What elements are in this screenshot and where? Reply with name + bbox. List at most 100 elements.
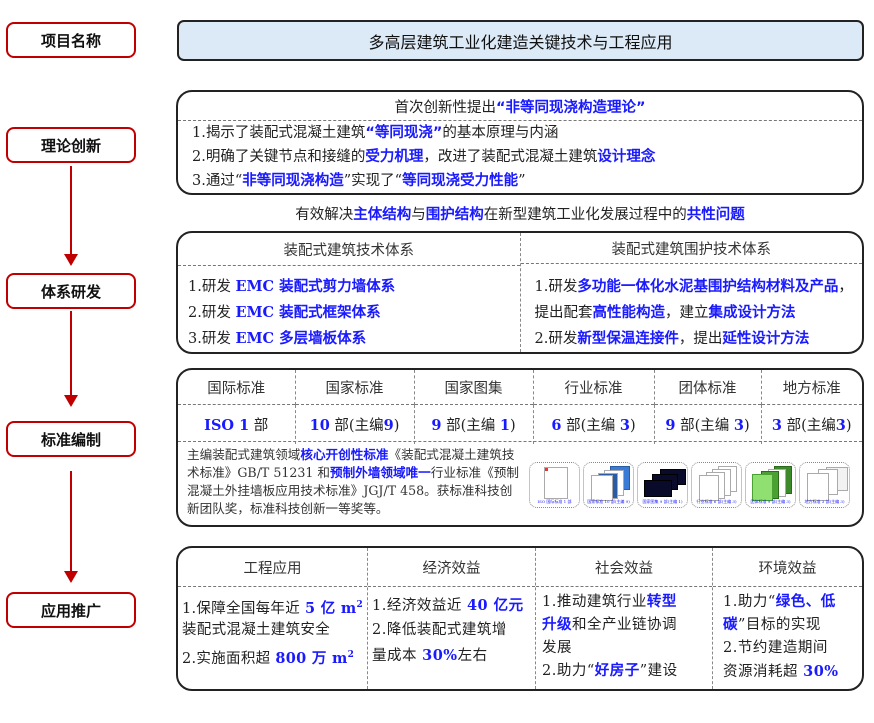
enclosure-tech-system-column: 装配式建筑围护技术体系 1.研发多功能一体化水泥基围护结构材料及产品， 提出配套… (519, 233, 863, 352)
theory-heading-prefix: 首次创新性提出 (394, 99, 496, 116)
standards-thumbnails: ISO 国际标准 1 部 国家标准 10 部(主编 9) 国家图集 9 部(主编… (523, 442, 862, 525)
text: 3.通过“ (192, 173, 243, 189)
header-cell: 国际标准 (207, 380, 266, 397)
standards-header-row: 国际标准 国家标准 国家图集 行业标准 团体标准 地方标准 (178, 370, 862, 405)
label-standard-compilation: 标准编制 (6, 421, 136, 457)
highlight: 升级 (542, 617, 572, 633)
highlight: 等同现浇受力性能 (402, 173, 519, 189)
benefit-line: 1.保障全国每年近 5 亿 m2 (182, 593, 363, 618)
value-cell: 6 部(主编 3) (532, 404, 654, 444)
value-cell: 10 部(主编9) (294, 404, 414, 444)
text: 1.经济效益近 (372, 598, 467, 614)
benefit-line: 1.经济效益近 40 亿元 (372, 593, 531, 618)
thumbnail-national-standard: 国家标准 10 部(主编 9) (583, 461, 634, 508)
highlight: 碳 (723, 617, 738, 633)
project-title-box: 多高层建筑工业化建造关键技术与工程应用 (177, 20, 864, 61)
count: 10 (309, 417, 330, 434)
document-icon (544, 466, 568, 499)
text: ，建立 (665, 305, 709, 321)
theory-heading-highlight: “非等同现浇构造理论” (495, 99, 646, 116)
unit: 部(主编 (441, 418, 500, 434)
highlight: 好房子 (594, 663, 640, 679)
highlight: 非等同现浇构造 (242, 173, 344, 189)
text: ) (845, 418, 852, 434)
header-cell: 行业标准 (532, 370, 654, 405)
value-cell: 9 部(主编 3) (653, 404, 761, 444)
text: 2.明确了关键节点和接缝的 (192, 149, 366, 165)
highlight: 围护结构 (425, 207, 484, 223)
benefit-line: 2.实施面积超 800 万 m2 (182, 643, 363, 668)
highlight: 转型 (646, 594, 677, 610)
highlight: 高性能构造 (592, 305, 666, 321)
label-text: 体系研发 (40, 282, 101, 301)
highlight: EMC 多层墙板体系 (235, 330, 367, 347)
text: ，改进了装配式混凝土建筑 (423, 149, 598, 165)
system-item: 提出配套高性能构造，建立集成设计方法 (535, 300, 863, 326)
unit: 部(主编 (561, 418, 620, 434)
text: ) (743, 418, 750, 434)
document-icon (807, 472, 829, 501)
economic-benefit-column: 经济效益 1.经济效益近 40 亿元 2.降低装配式建筑增 量成本 30%左右 (367, 548, 535, 689)
system-item: 3.研发 EMC 多层墙板体系 (188, 326, 520, 352)
highlight: 5 亿 m (304, 599, 357, 617)
environmental-benefit-column: 环境效益 1.助力“绿色、低 碳”目标的实现 2.节约建造期间 资源消耗超 30… (712, 548, 862, 689)
text: 在新型建筑工业化发展过程中的 (483, 207, 687, 223)
column-title: 装配式建筑围护技术体系 (611, 241, 772, 258)
text: ) (393, 418, 400, 434)
benefit-line: 资源消耗超 30% (723, 660, 858, 683)
benefit-line: 碳”目标的实现 (723, 614, 858, 637)
text: 资源消耗超 (723, 664, 804, 680)
highlight: 预制外墙领域唯一 (330, 465, 431, 480)
text: ”目标的实现 (738, 617, 821, 633)
label-text: 标准编制 (40, 430, 101, 449)
flow-arrow-line (70, 311, 72, 397)
highlight: 受力机理 (365, 149, 424, 165)
column-title: 装配式建筑技术体系 (283, 242, 415, 259)
text: ”建设 (639, 663, 678, 679)
standards-description: 主编装配式建筑领域核心开创性标准《装配式混凝土建筑技术标准》GB/T 51231… (178, 442, 523, 525)
text: 1.揭示了装配式混凝土建筑 (192, 125, 366, 141)
text: 主编装配式建筑领域 (187, 447, 301, 462)
theory-heading: 首次创新性提出“非等同现浇构造理论” (178, 92, 862, 120)
text: 1.研发 (188, 279, 236, 295)
benefit-line: 发展 (542, 637, 708, 660)
project-title: 多高层建筑工业化建造关键技术与工程应用 (368, 32, 673, 52)
column-title: 环境效益 (713, 548, 862, 587)
chief-count: 1 (499, 417, 510, 434)
text: 与 (411, 207, 426, 223)
header-cell: 地方标准 (760, 370, 862, 405)
flow-arrow-line (70, 166, 72, 258)
highlight: 共性问题 (686, 207, 745, 223)
arrow-down-icon (64, 254, 78, 266)
thumbnail-local-standard: 地方标准 3 部(主编 3) (799, 461, 850, 508)
text: ”实现了“ (343, 173, 403, 189)
text: ) (509, 418, 516, 434)
text: 2.研发 (188, 305, 236, 321)
standards-panel: 国际标准 国家标准 国家图集 行业标准 团体标准 地方标准 ISO 1 部 10… (176, 368, 864, 527)
text: 1.助力“ (723, 594, 776, 610)
text: 2.节约建造期间 (723, 640, 828, 656)
count: ISO 1 (204, 417, 250, 434)
count: 9 (431, 417, 442, 434)
system-research-panel: 装配式建筑技术体系 1.研发 EMC 装配式剪力墙体系 2.研发 EMC 装配式… (176, 231, 864, 354)
flow-arrow-line (70, 471, 72, 573)
document-icon (752, 473, 773, 501)
superscript: 2 (347, 650, 355, 660)
highlight: EMC 装配式框架体系 (235, 304, 381, 321)
standards-value-row: ISO 1 部 10 部(主编9) 9 部(主编 1) 6 部(主编 3) 9 … (178, 404, 862, 444)
thumbnail-caption: 国家标准 10 部(主编 9) (587, 498, 630, 504)
benefit-line: 2.助力“好房子”建设 (542, 660, 708, 683)
text: 1.推动建筑行业 (542, 594, 647, 610)
system-item: 2.研发 EMC 装配式框架体系 (188, 300, 520, 326)
text: ，提出 (678, 331, 723, 347)
column-title: 社会效益 (536, 548, 712, 587)
text: 2.助力“ (542, 663, 595, 679)
column-title: 经济效益 (368, 548, 535, 587)
label-text: 项目名称 (40, 31, 101, 50)
chief-count: 3 (619, 417, 630, 434)
highlight: 延性设计方法 (722, 331, 810, 347)
thumbnail-caption: 团体标准 9 部(主编 3) (750, 498, 791, 504)
highlight: 主体结构 (353, 207, 412, 223)
label-project-name: 项目名称 (6, 22, 136, 58)
benefit-line: 1.推动建筑行业转型 (542, 591, 708, 614)
